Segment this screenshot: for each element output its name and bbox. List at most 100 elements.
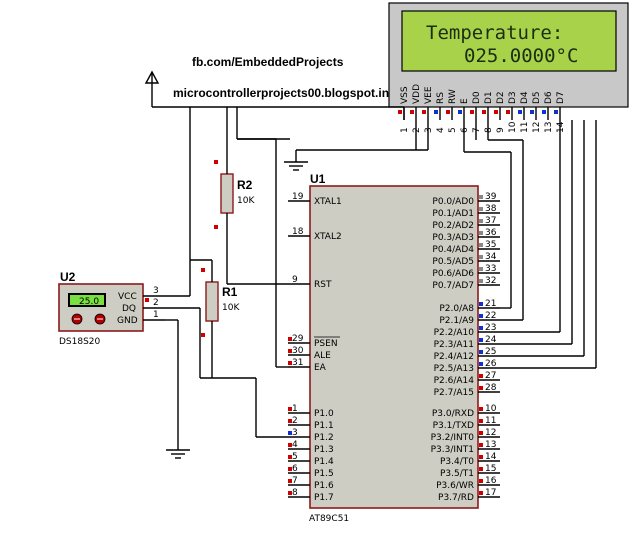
- lcd-pin[interactable]: D29: [494, 91, 506, 133]
- mcu-pin-number: 36: [485, 228, 497, 238]
- lcd-pin-label: VDD: [412, 84, 422, 104]
- lcd-pin-number: 7: [472, 127, 482, 133]
- mcu-pin-label: P0.2/AD2: [432, 221, 474, 231]
- mcu-pin-label: P0.6/AD6: [432, 269, 474, 279]
- mcu-pin-number: 29: [292, 334, 304, 344]
- mcu-pin-number: 32: [485, 276, 496, 286]
- mcu-pin-label: P3.2/INT0: [431, 433, 475, 443]
- mcu-pin-number: 10: [485, 404, 497, 414]
- mcu-pin-number: 3: [292, 428, 298, 438]
- mcu-pin-label: EA: [314, 363, 327, 373]
- mcu-pin-label: P3.7/RD: [438, 493, 474, 503]
- mcu-pin-label: P2.7/A15: [434, 388, 474, 398]
- lcd-pin[interactable]: D07: [470, 91, 482, 133]
- lcd-pin-number: 1: [400, 127, 410, 133]
- mcu-pin-number: 15: [485, 464, 496, 474]
- mcu-pin-number: 2: [292, 416, 298, 426]
- mcu-pin-label: XTAL2: [314, 232, 342, 242]
- mcu-part: AT89C51: [309, 514, 349, 524]
- mcu-pin-label: P1.1: [314, 421, 334, 431]
- lcd-pin[interactable]: D18: [482, 91, 494, 133]
- lcd-screen: [401, 10, 617, 72]
- mcu-pin-number: 21: [485, 299, 496, 309]
- sensor-pin-label: VCC: [118, 292, 137, 302]
- lcd-pin-label: D2: [496, 91, 506, 104]
- lcd-pin[interactable]: E6: [458, 98, 470, 133]
- sensor-pin-label: GND: [117, 316, 138, 326]
- lcd-module: Temperature: 025.0000°C: [388, 2, 629, 108]
- power-terminal-icon: [144, 70, 160, 107]
- lcd-pin-label: D5: [532, 91, 542, 104]
- mcu-pin-label: P1.5: [314, 469, 334, 479]
- mcu-ref: U1: [310, 172, 326, 186]
- sensor-part: DS18S20: [59, 337, 101, 347]
- mcu-pin-number: 33: [485, 264, 496, 274]
- mcu-pin-label: ALE: [314, 351, 331, 361]
- sensor-pin-number: 3: [153, 286, 159, 296]
- mcu-pin-number: 27: [485, 371, 496, 381]
- mcu-pin-label: P3.4/T0: [440, 457, 474, 467]
- resistor-value: 10K: [237, 196, 255, 206]
- mcu-pin-number: 7: [292, 476, 298, 486]
- mcu-pin-label: P3.3/INT1: [431, 445, 474, 455]
- sensor-pin-number: 2: [153, 298, 159, 308]
- lcd-pin[interactable]: RS4: [434, 92, 446, 133]
- mcu-pin-label: P0.1/AD1: [432, 209, 474, 219]
- note-blog-url: microcontrollerprojects00.blogspot.in/: [173, 86, 393, 100]
- mcu-pin-number: 31: [292, 358, 303, 368]
- mcu-pin-number: 22: [485, 311, 496, 321]
- resistor-ref: R1: [222, 285, 238, 299]
- lcd-pin[interactable]: RW5: [446, 89, 458, 133]
- lcd-pin-label: RS: [436, 92, 446, 104]
- lcd-row-2: 025.0000°C: [464, 45, 578, 67]
- lcd-pin-number: 5: [448, 127, 458, 133]
- mcu-pin-number: 23: [485, 323, 496, 333]
- mcu-pin-label: P2.4/A12: [434, 352, 474, 362]
